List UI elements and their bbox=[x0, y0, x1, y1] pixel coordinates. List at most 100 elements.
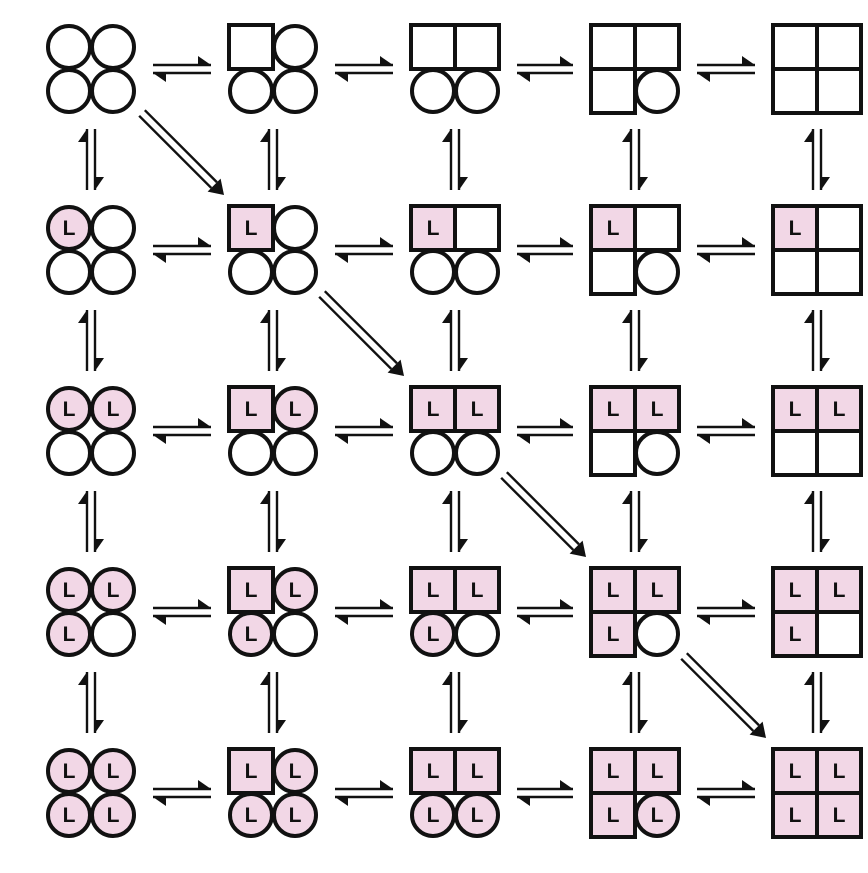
subunit-square-empty bbox=[633, 204, 681, 252]
equilibrium-vertical bbox=[78, 310, 104, 371]
ligand-label: L bbox=[427, 760, 440, 783]
equilibrium-vertical bbox=[78, 672, 104, 733]
subunit-circle-bound bbox=[272, 792, 318, 838]
equilibrium-horizontal bbox=[335, 599, 393, 625]
forward-harpoon-head bbox=[742, 237, 755, 246]
equilibrium-vertical bbox=[804, 129, 830, 190]
down-harpoon-head bbox=[639, 177, 648, 190]
down-harpoon-head bbox=[459, 539, 468, 552]
subunit-square-empty bbox=[771, 23, 819, 71]
forward-harpoon-head bbox=[742, 418, 755, 427]
subunit-circle-empty bbox=[228, 249, 274, 295]
ligand-label: L bbox=[651, 579, 664, 602]
subunit-circle-bound bbox=[454, 792, 500, 838]
down-harpoon-head bbox=[459, 358, 468, 371]
subunit-square-empty bbox=[589, 23, 637, 71]
down-harpoon-head bbox=[821, 720, 830, 733]
up-harpoon-head bbox=[622, 310, 631, 323]
up-harpoon-head bbox=[78, 672, 87, 685]
up-harpoon-head bbox=[78, 491, 87, 504]
reverse-harpoon-head bbox=[335, 435, 348, 444]
up-harpoon-head bbox=[804, 310, 813, 323]
forward-harpoon-head bbox=[560, 599, 573, 608]
reverse-harpoon-head bbox=[335, 797, 348, 806]
forward-harpoon-head bbox=[380, 237, 393, 246]
diagonal-line bbox=[143, 109, 218, 184]
ligand-label: L bbox=[607, 579, 620, 602]
complex-0L-0R bbox=[46, 24, 136, 114]
ligand-label: L bbox=[245, 579, 258, 602]
down-harpoon-head bbox=[821, 539, 830, 552]
up-harpoon-head bbox=[804, 129, 813, 142]
ligand-label: L bbox=[651, 804, 664, 827]
subunit-circle-empty bbox=[90, 68, 136, 114]
reverse-harpoon-head bbox=[517, 73, 530, 82]
complex-1L-1R: L bbox=[227, 204, 318, 295]
equilibrium-vertical bbox=[804, 672, 830, 733]
subunit-square-bound bbox=[409, 566, 457, 614]
subunit-square-empty bbox=[815, 67, 863, 115]
equilibrium-vertical bbox=[622, 672, 648, 733]
ligand-label: L bbox=[427, 217, 440, 240]
forward-harpoon-head bbox=[560, 237, 573, 246]
ligand-label: L bbox=[63, 760, 76, 783]
subunit-circle-empty bbox=[272, 68, 318, 114]
ligand-label: L bbox=[289, 760, 302, 783]
subunit-square-empty bbox=[453, 204, 501, 252]
forward-harpoon-head bbox=[198, 237, 211, 246]
ligand-label: L bbox=[63, 804, 76, 827]
subunit-square-bound bbox=[589, 610, 637, 658]
down-harpoon-head bbox=[459, 720, 468, 733]
subunit-circle-empty bbox=[90, 205, 136, 251]
subunit-circle-empty bbox=[454, 249, 500, 295]
ligand-label: L bbox=[63, 398, 76, 421]
down-harpoon-head bbox=[277, 720, 286, 733]
forward-harpoon-head bbox=[742, 599, 755, 608]
concerted-diagonal-arrows bbox=[138, 109, 766, 738]
diagonal-head bbox=[207, 178, 224, 195]
ligand-label: L bbox=[651, 760, 664, 783]
equilibrium-vertical bbox=[260, 491, 286, 552]
subunit-square-bound bbox=[771, 747, 819, 795]
diagonal-line bbox=[323, 290, 398, 365]
reverse-harpoon-head bbox=[335, 616, 348, 625]
forward-harpoon-head bbox=[560, 56, 573, 65]
equilibrium-vertical bbox=[260, 129, 286, 190]
equilibrium-horizontal bbox=[697, 237, 755, 263]
equilibrium-vertical bbox=[78, 491, 104, 552]
up-harpoon-head bbox=[78, 310, 87, 323]
ligand-label: L bbox=[607, 760, 620, 783]
subunit-square-bound bbox=[453, 747, 501, 795]
diagonal-line bbox=[138, 114, 213, 189]
ligand-label: L bbox=[289, 804, 302, 827]
up-harpoon-head bbox=[260, 310, 269, 323]
down-harpoon-head bbox=[459, 177, 468, 190]
subunit-circle-empty bbox=[46, 68, 92, 114]
ligand-label: L bbox=[107, 804, 120, 827]
reverse-harpoon-head bbox=[153, 254, 166, 263]
subunit-circle-empty bbox=[272, 430, 318, 476]
subunit-square-bound bbox=[633, 747, 681, 795]
ligand-label: L bbox=[471, 804, 484, 827]
up-harpoon-head bbox=[442, 672, 451, 685]
subunit-circle-empty bbox=[272, 611, 318, 657]
equilibrium-vertical bbox=[442, 491, 468, 552]
ligand-label: L bbox=[607, 623, 620, 646]
ligand-label: L bbox=[651, 398, 664, 421]
up-harpoon-head bbox=[622, 129, 631, 142]
subunit-circle-empty bbox=[454, 430, 500, 476]
forward-harpoon-head bbox=[560, 780, 573, 789]
diagonal-head bbox=[749, 721, 766, 738]
subunit-square-empty bbox=[771, 429, 819, 477]
equilibrium-horizontal bbox=[153, 780, 211, 806]
subunit-square-empty bbox=[589, 429, 637, 477]
ligand-label: L bbox=[833, 760, 846, 783]
up-harpoon-head bbox=[622, 672, 631, 685]
reverse-harpoon-head bbox=[517, 616, 530, 625]
ligand-label: L bbox=[833, 579, 846, 602]
ligand-label: L bbox=[107, 760, 120, 783]
